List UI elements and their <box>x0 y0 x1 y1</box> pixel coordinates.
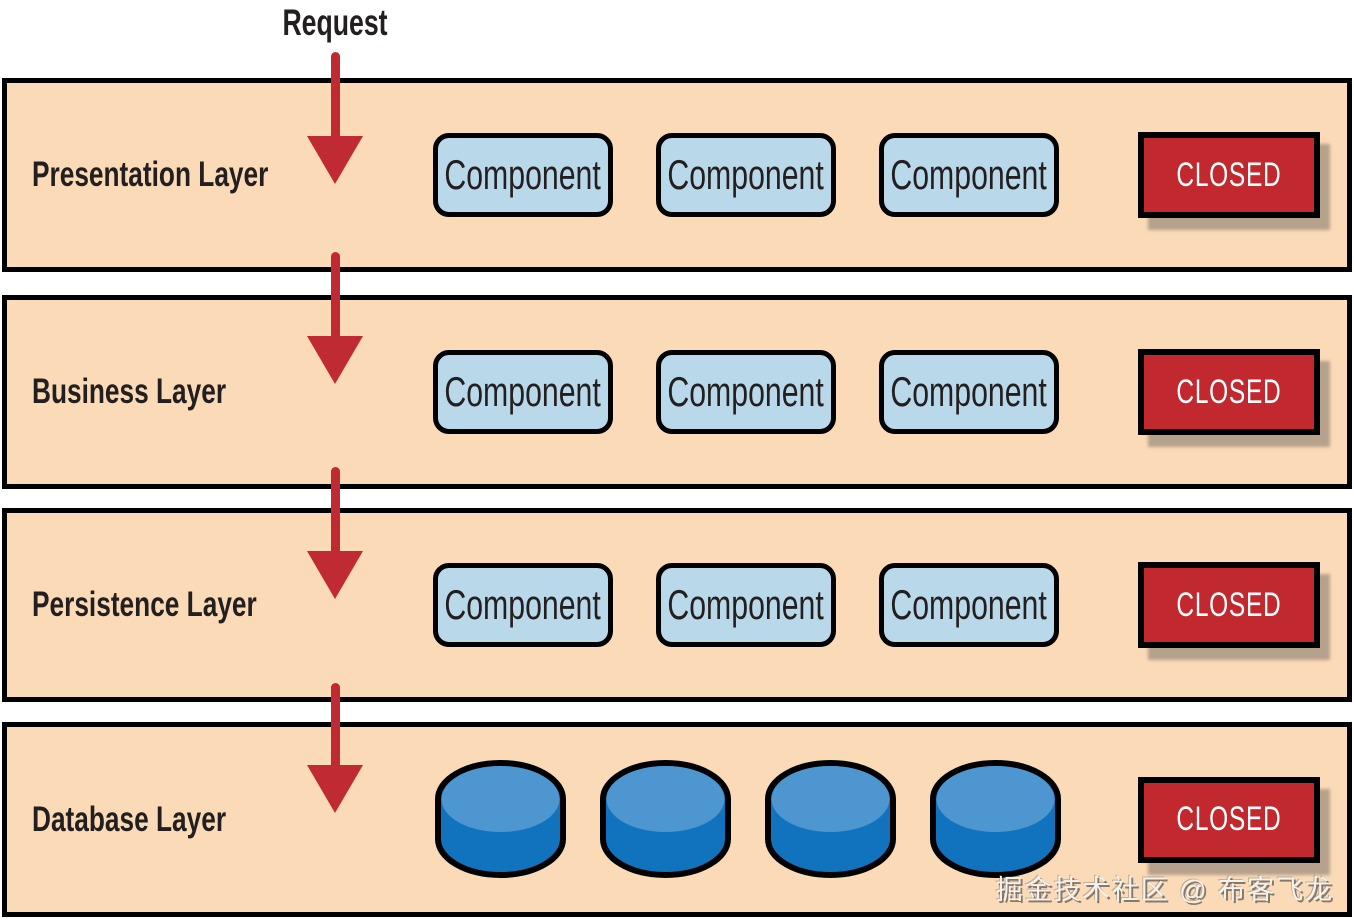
layer-presentation: Presentation Layer Component Component C… <box>2 78 1352 272</box>
database-cylinder-icon <box>928 759 1063 881</box>
layer-presentation-label: Presentation Layer <box>32 155 269 194</box>
database-cylinder-icon <box>763 759 898 881</box>
layer-database: Database Layer <box>2 722 1352 917</box>
closed-badge: CLOSED <box>1138 562 1320 648</box>
component-box: Component <box>879 350 1059 434</box>
arrow-shaft <box>331 52 340 137</box>
request-label: Request <box>262 2 408 44</box>
closed-badge: CLOSED <box>1138 132 1320 218</box>
component-box: Component <box>879 133 1059 217</box>
arrow-shaft <box>331 683 340 766</box>
component-box: Component <box>656 133 836 217</box>
component-box: Component <box>656 350 836 434</box>
component-box: Component <box>656 563 836 647</box>
layer-persistence: Persistence Layer Component Component Co… <box>2 508 1352 702</box>
arrow-head <box>307 136 363 184</box>
flow-arrow-icon-presentation-to-business <box>307 252 364 384</box>
component-box: Component <box>879 563 1059 647</box>
layer-business: Business Layer Component Component Compo… <box>2 295 1352 489</box>
layer-persistence-label: Persistence Layer <box>32 585 257 624</box>
arrow-shaft <box>331 467 340 552</box>
request-arrow-icon <box>307 52 364 184</box>
database-cylinder-icon <box>433 759 568 881</box>
database-cylinder-icon <box>598 759 733 881</box>
component-box: Component <box>433 350 613 434</box>
watermark: 掘金技术社区 @ 布客飞龙 <box>995 875 1334 905</box>
request-label-text: Request <box>282 2 388 43</box>
component-box: Component <box>433 133 613 217</box>
arrow-head <box>307 765 363 813</box>
closed-badge: CLOSED <box>1138 776 1320 863</box>
component-box: Component <box>433 563 613 647</box>
arrow-shaft <box>331 252 340 337</box>
arrow-head <box>307 551 363 599</box>
layer-database-label: Database Layer <box>32 799 227 839</box>
flow-arrow-icon-persistence-to-database <box>307 683 364 813</box>
flow-arrow-icon-business-to-persistence <box>307 467 364 599</box>
closed-badge: CLOSED <box>1138 349 1320 435</box>
arrow-head <box>307 336 363 384</box>
layer-business-label: Business Layer <box>32 372 227 411</box>
